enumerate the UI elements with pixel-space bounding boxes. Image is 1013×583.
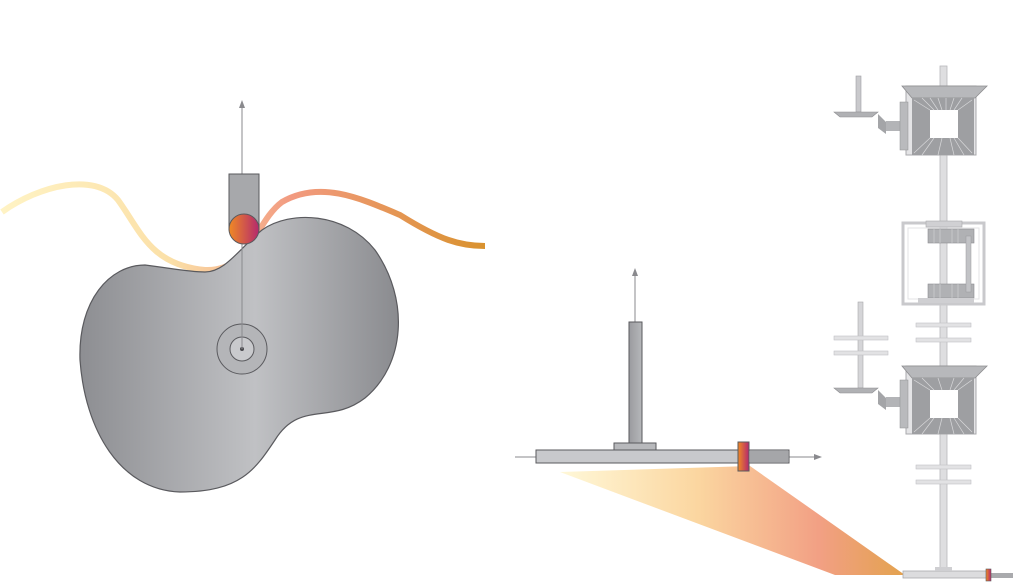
slider-rail-shade (750, 451, 788, 462)
shaft-spacers-lower (915, 464, 972, 485)
output-marker (985, 568, 992, 582)
shaft-spacers-upper (915, 322, 972, 343)
middle-gear-frame (901, 220, 986, 306)
follower-roller (228, 213, 260, 245)
slider-assembly (515, 268, 905, 575)
slider-rail (535, 449, 790, 464)
slider-projection-fan (560, 466, 905, 575)
slider-base-plate (613, 442, 657, 451)
gearbox-column (833, 65, 1013, 582)
cam-assembly (0, 100, 486, 493)
lower-bevel-gearbox (833, 365, 988, 435)
slider-block (737, 441, 750, 472)
gearbox-base-plate (902, 570, 988, 579)
top-bevel-gearbox (833, 75, 988, 156)
side-shaft (833, 301, 889, 389)
slider-post (628, 321, 643, 447)
base-collar (935, 567, 952, 571)
output-shaft (987, 573, 1013, 578)
